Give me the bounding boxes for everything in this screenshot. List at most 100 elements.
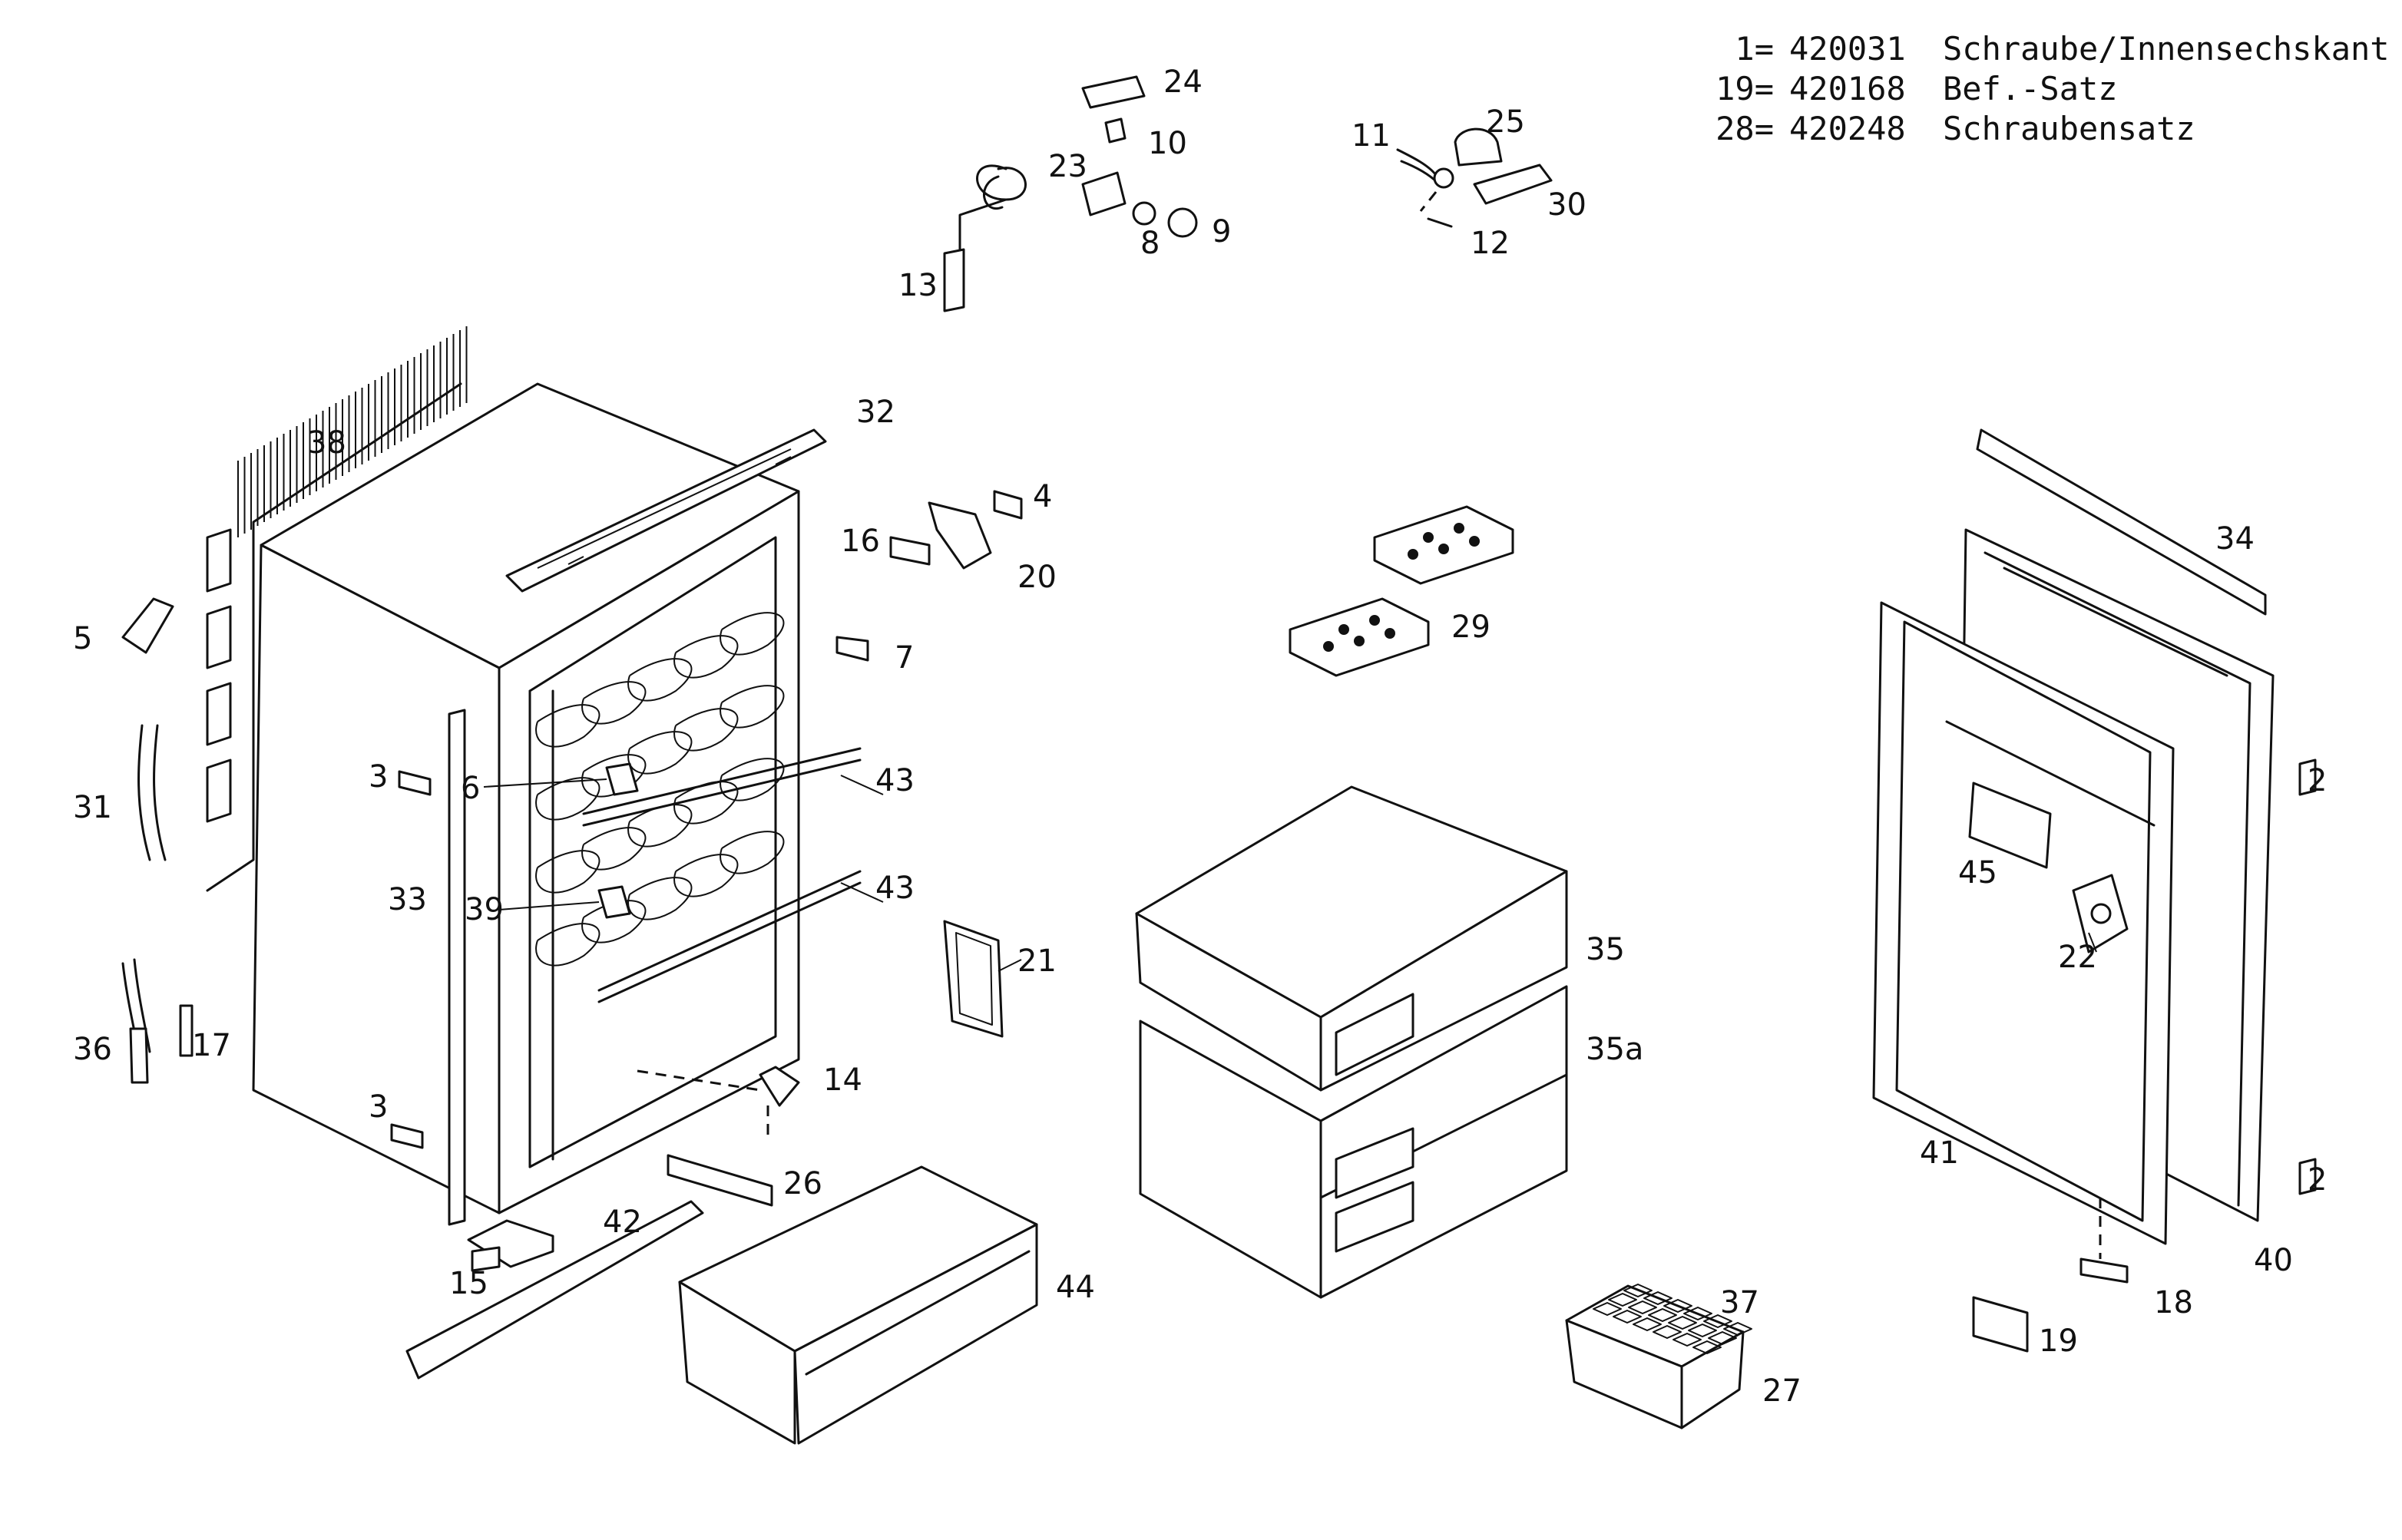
door-seal-strip — [448, 709, 466, 1226]
coil-loop — [720, 758, 785, 801]
callout-14: 14 — [823, 1062, 862, 1098]
ice-cell — [1703, 1314, 1732, 1328]
callout-38: 38 — [307, 425, 346, 461]
leader-lines — [483, 775, 2097, 972]
door-liner — [1872, 601, 2175, 1245]
callout-25: 25 — [1486, 104, 1525, 140]
callout-11: 11 — [1352, 118, 1391, 154]
callout-40: 40 — [2254, 1243, 2293, 1278]
callout-26: 26 — [783, 1166, 822, 1201]
ice-cell — [1692, 1340, 1722, 1354]
callout-2: 2 — [2308, 1162, 2327, 1198]
coil-loop — [581, 827, 647, 871]
callout-8: 8 — [1140, 226, 1160, 261]
ice-cell — [1613, 1310, 1642, 1324]
coil-loop — [720, 612, 785, 656]
coil-loop — [535, 923, 600, 967]
callout-13: 13 — [898, 268, 938, 303]
ice-cell — [1672, 1333, 1702, 1347]
callout-12: 12 — [1471, 226, 1510, 261]
ice-cell — [1688, 1324, 1717, 1337]
ice-cell — [1593, 1302, 1622, 1316]
callout-43: 43 — [875, 871, 915, 906]
callout-45: 45 — [1958, 855, 1997, 891]
legend-key: 28= — [1715, 110, 1774, 147]
bottom-rail — [405, 1200, 704, 1380]
door-assembly — [1872, 428, 2317, 1353]
callout-9: 9 — [1212, 214, 1231, 250]
callout-35a: 35a — [1586, 1032, 1643, 1067]
ice-cell — [1668, 1316, 1697, 1330]
ice-cell — [1643, 1291, 1672, 1305]
legend-key: 19= — [1715, 70, 1774, 107]
ice-cell — [1708, 1331, 1737, 1345]
callout-15: 15 — [449, 1266, 488, 1301]
callout-36: 36 — [73, 1032, 112, 1067]
coil-loop — [627, 877, 693, 920]
callout-31: 31 — [73, 790, 112, 825]
callout-35: 35 — [1586, 932, 1625, 967]
ice-cell — [1653, 1325, 1682, 1339]
coil-loop — [720, 685, 785, 729]
callout-41: 41 — [1920, 1135, 1959, 1171]
coil-loop — [535, 704, 600, 748]
callout-33: 33 — [388, 882, 427, 917]
callout-6: 6 — [461, 771, 480, 806]
callout-18: 18 — [2154, 1285, 2193, 1320]
ice-cell — [1608, 1293, 1637, 1307]
legend-key: 1= — [1735, 30, 1774, 68]
legend-description: Schraube/Innensechskant — [1943, 30, 2390, 68]
callout-3: 3 — [369, 759, 388, 795]
callout-7: 7 — [895, 640, 914, 676]
ice-packs — [1289, 505, 1514, 677]
crisper-drawer — [678, 1165, 1038, 1445]
lamp-group — [1396, 127, 1553, 228]
callout-29: 29 — [1451, 610, 1490, 645]
coil-loop — [627, 731, 693, 775]
ice-cell — [1723, 1322, 1752, 1336]
callout-19: 19 — [2039, 1324, 2078, 1359]
callout-20: 20 — [1017, 560, 1057, 595]
callout-42: 42 — [603, 1205, 642, 1240]
callout-17: 17 — [192, 1028, 231, 1063]
thermostat-group — [943, 75, 1198, 312]
ice-cell — [1633, 1317, 1662, 1331]
callout-10: 10 — [1148, 126, 1187, 161]
coil-loop — [535, 777, 600, 821]
callout-32: 32 — [856, 395, 895, 430]
condenser-grid — [206, 326, 468, 892]
callout-43: 43 — [875, 763, 915, 798]
ice-cell — [1648, 1308, 1677, 1322]
legend-part-number: 420031 — [1789, 30, 1906, 68]
drawers — [1135, 785, 1568, 1299]
callout-4: 4 — [1033, 479, 1052, 514]
ice-cell — [1623, 1284, 1653, 1297]
callout-27: 27 — [1762, 1373, 1802, 1409]
callout-24: 24 — [1163, 64, 1203, 100]
callout-16: 16 — [841, 524, 880, 559]
callout-5: 5 — [73, 621, 92, 656]
callout-30: 30 — [1547, 187, 1586, 223]
callout-22: 22 — [2058, 940, 2097, 975]
callout-3: 3 — [369, 1089, 388, 1125]
cabinet — [121, 326, 1023, 1380]
legend-part-number: 420168 — [1789, 70, 1906, 107]
callout-34: 34 — [2215, 521, 2255, 557]
coil-loop — [673, 708, 739, 752]
coil-loop — [720, 831, 785, 874]
callout-21: 21 — [1017, 943, 1057, 979]
legend-description: Schraubensatz — [1943, 110, 2195, 147]
callout-23: 23 — [1048, 149, 1087, 184]
coil-loop — [673, 854, 739, 897]
callout-39: 39 — [465, 892, 504, 927]
ice-cell — [1628, 1300, 1657, 1314]
callout-2: 2 — [2308, 763, 2327, 798]
coil-loop — [535, 850, 600, 894]
callout-37: 37 — [1720, 1285, 1759, 1320]
parts-legend: 1= 420031 Schraube/Innensechskant 19= 42016… — [1651, 29, 2390, 149]
coil-loop — [627, 658, 693, 702]
callout-labels: 2 2 3 3 4 5 6 7 8 9 10 11 12 13 14 15 16… — [73, 64, 2327, 1409]
